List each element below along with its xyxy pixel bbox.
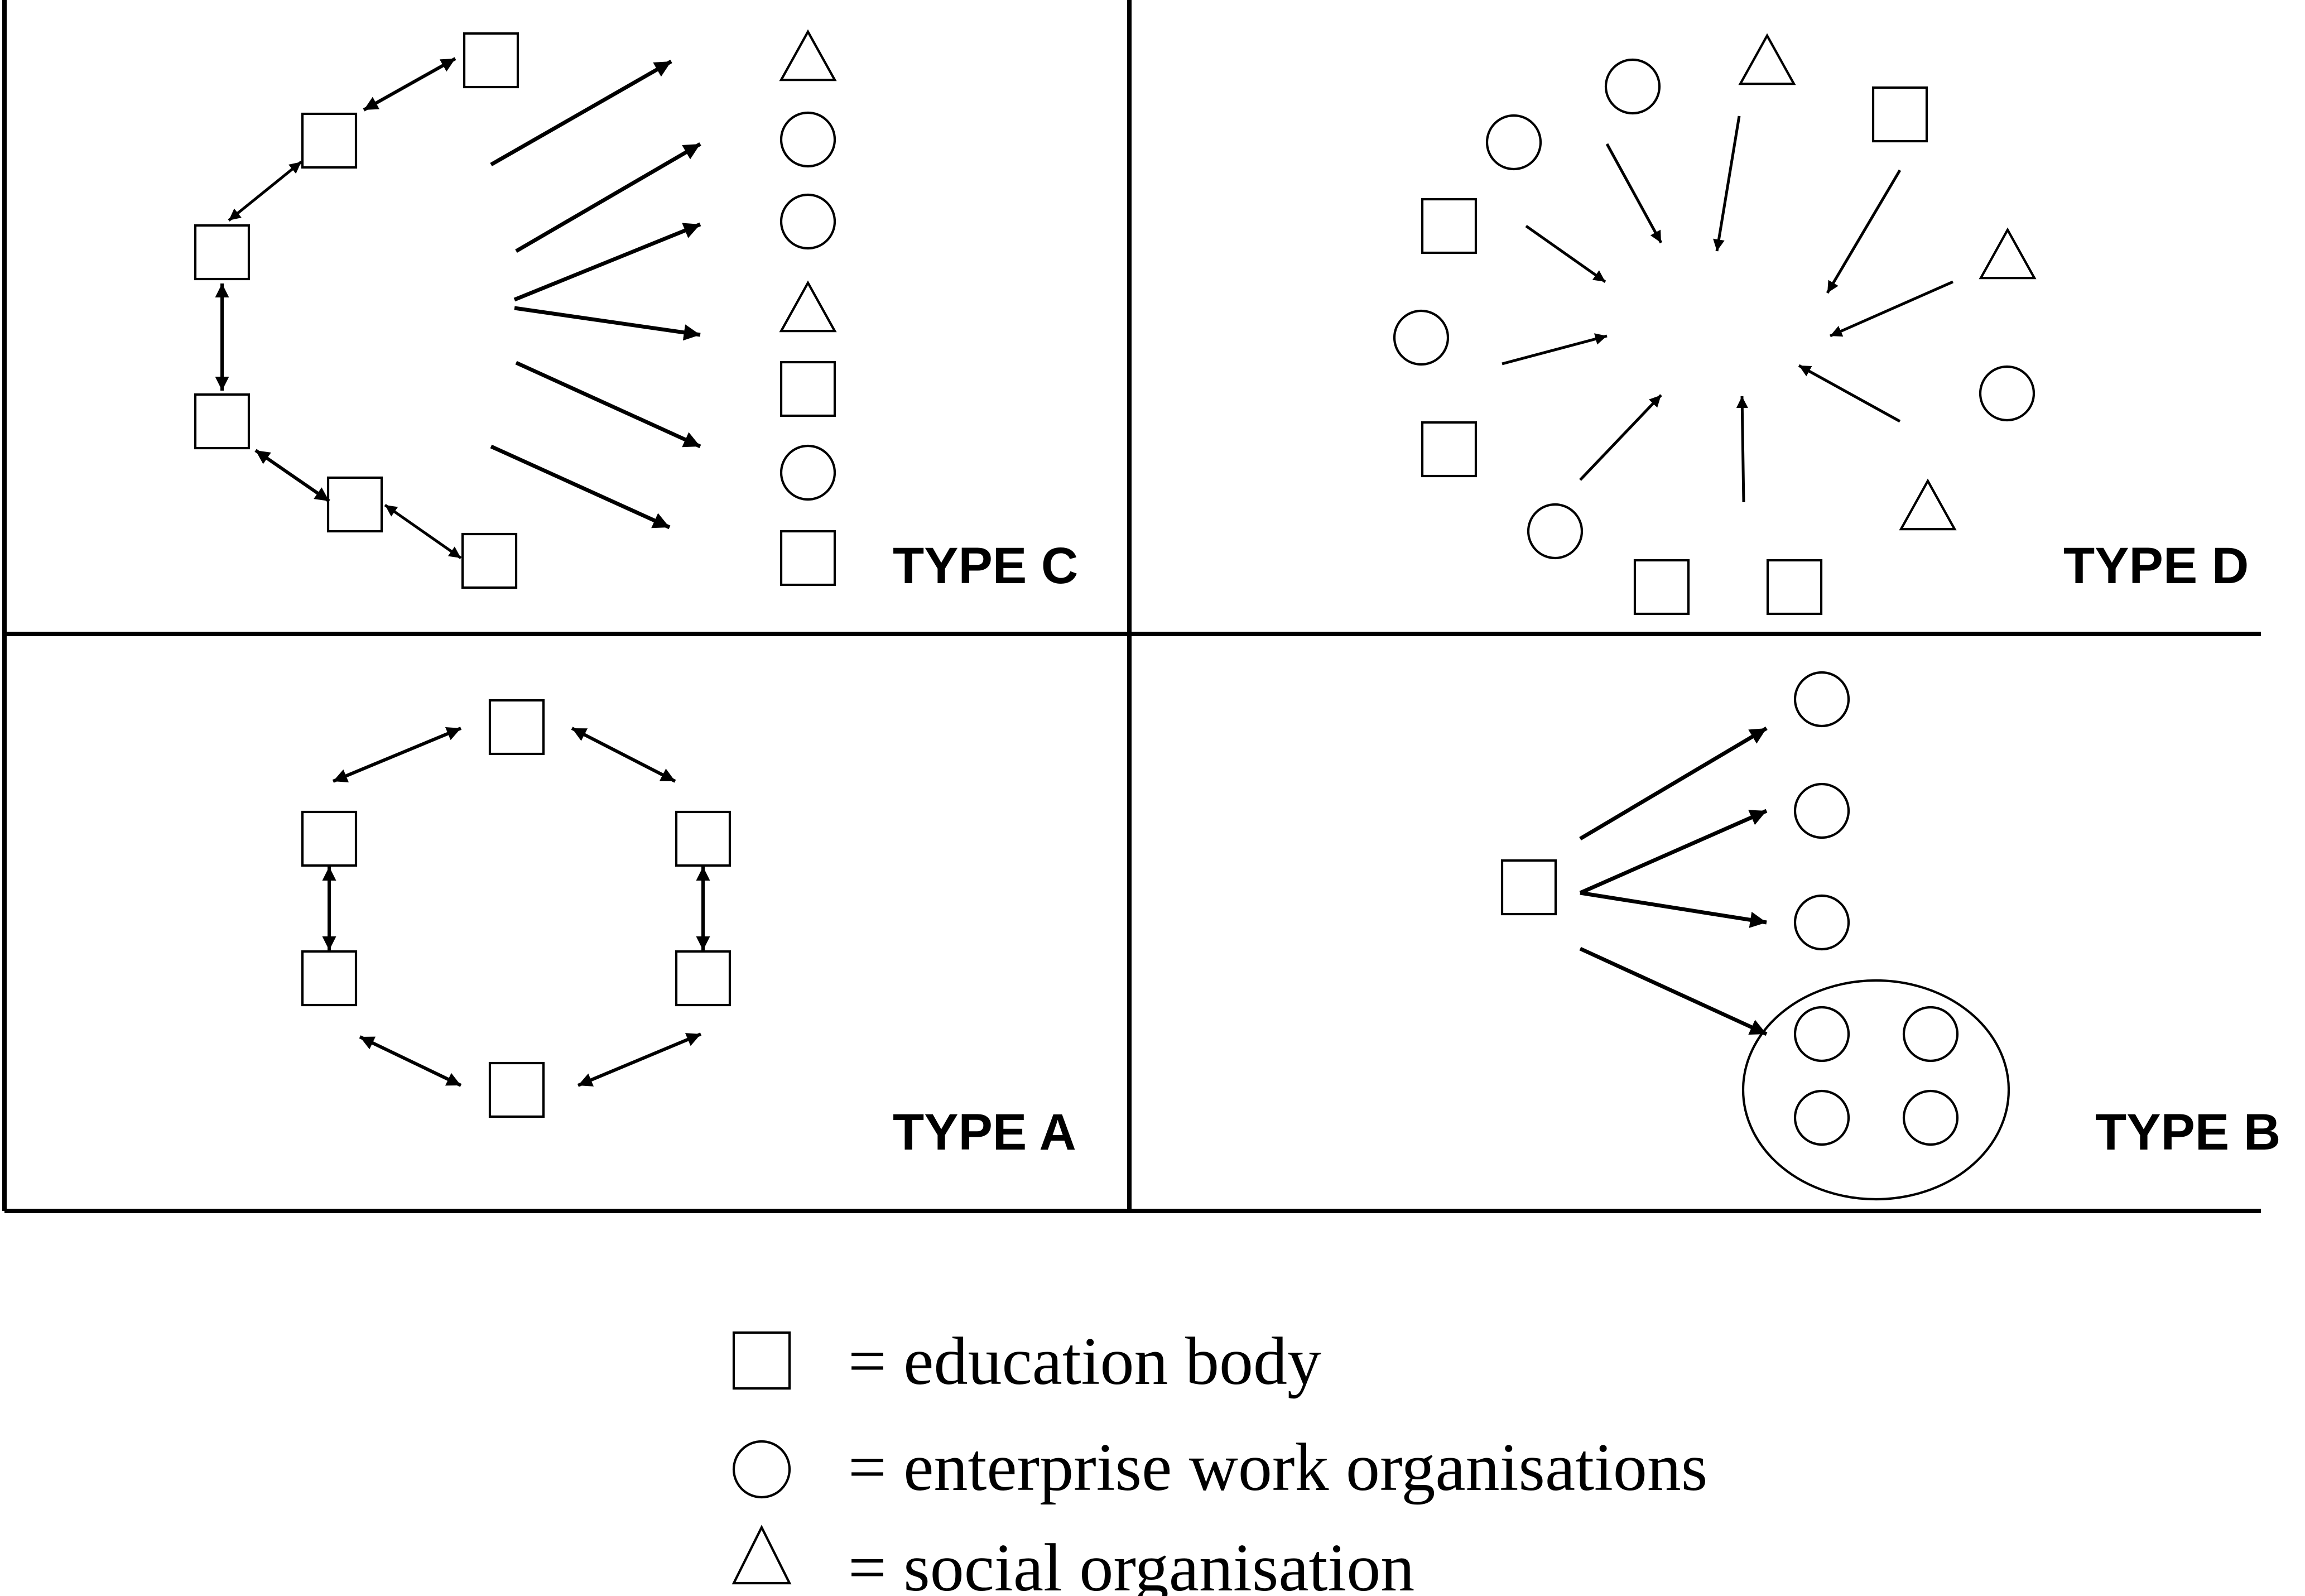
type-d-enterprise-organisation-2 [1485,114,1542,171]
type-b-cluster-organisation-4 [1902,1089,1959,1146]
type-d-education-body-5 [1766,559,1823,616]
type-c-education-body-7 [779,360,836,417]
type-d-converging-arrow-2 [1713,116,1741,252]
type-a-link-arrow-2 [571,727,676,783]
panel-type-a [301,699,732,1118]
type-d-converging-arrow-5 [1829,280,1954,338]
type-c-outreach-arrow-4 [514,306,701,341]
legend-circle-icon [732,1440,791,1499]
type-c-link-arrow-4 [254,449,330,503]
type-a-label: TYPE A [893,1104,1076,1161]
type-a-link-arrow-6 [577,1032,702,1087]
type-b-enterprise-organisation-3 [1793,894,1850,951]
type-d-converging-arrow-9 [1736,396,1748,503]
type-a-education-body-4 [301,950,358,1007]
type-c-enterprise-organisation-3 [779,444,836,501]
type-b-cluster-organisation-2 [1902,1006,1959,1063]
type-d-converging-arrow-3 [1525,224,1606,283]
type-d-converging-arrow-1 [1605,143,1663,244]
type-b-cluster-organisation-3 [1793,1089,1850,1146]
type-c-label: TYPE C [893,537,1078,594]
type-c-social-organisation-1 [779,29,837,81]
type-b-outreach-arrow-4 [1579,946,1768,1036]
type-c-outreach-arrow-1 [490,59,672,167]
type-b-outreach-arrow-3 [1580,891,1767,928]
type-b-education-body [1500,859,1557,916]
type-d-education-body-1 [1871,86,1928,143]
type-a-education-body-2 [301,810,358,867]
type-a-education-body-5 [675,950,732,1007]
type-b-outreach-arrow-2 [1579,809,1768,895]
type-a-link-arrow-1 [332,727,462,783]
type-d-social-organisation-3 [1899,478,1957,531]
legend: = education body = enterprise work organ… [732,1324,1707,1596]
legend-social-organisation: = social organisation [848,1530,1414,1596]
type-c-link-arrow-2 [228,161,302,222]
type-d-education-body-3 [1421,421,1478,478]
type-d-converging-arrow-8 [1579,394,1662,481]
type-d-enterprise-organisation-4 [1979,365,2035,422]
type-d-social-organisation-1 [1738,33,1796,85]
type-b-enterprise-organisation-2 [1793,782,1850,839]
type-b-enterprise-cluster [1741,979,2010,1201]
type-a-education-body-3 [675,810,732,867]
type-c-outreach-arrow-6 [490,444,671,530]
type-a-education-body-1 [488,699,545,756]
type-c-enterprise-organisation-1 [779,111,836,168]
type-d-converging-arrow-4 [1826,169,1902,294]
type-d-education-body-4 [1633,559,1690,616]
panel-grid [2,0,2261,1213]
type-d-converging-arrow-7 [1798,364,1901,423]
panel-type-c [194,29,837,589]
type-c-link-arrow-1 [363,57,456,112]
type-c-education-body-1 [463,32,519,89]
type-d-enterprise-organisation-1 [1604,58,1661,115]
type-c-education-body-8 [779,530,836,587]
type-a-link-arrow-5 [359,1035,462,1087]
type-b-label: TYPE B [2095,1104,2280,1161]
panel-type-b [1500,671,2010,1201]
type-c-education-body-6 [461,532,518,589]
type-c-social-organisation-2 [779,280,837,333]
type-b-cluster-organisation-1 [1793,1006,1850,1063]
legend-enterprise-work-organisations: = enterprise work organisations [848,1430,1707,1505]
panel-type-d [1393,33,2037,616]
type-c-link-arrow-5 [384,503,462,560]
type-c-enterprise-organisation-2 [779,193,836,250]
type-c-outreach-arrow-2 [515,142,701,253]
legend-square-icon [732,1331,791,1390]
type-d-label: TYPE D [2063,537,2249,594]
type-b-enterprise-organisation-1 [1793,671,1850,728]
type-b-outreach-arrow-1 [1579,726,1768,841]
type-d-social-organisation-2 [1979,227,2037,280]
type-c-outreach-arrow-5 [515,360,701,449]
type-d-converging-arrow-6 [1502,333,1608,366]
type-c-education-body-2 [301,112,358,169]
type-c-outreach-arrow-3 [513,222,701,302]
type-d-enterprise-organisation-3 [1393,309,1450,366]
type-d-education-body-2 [1421,198,1478,254]
type-c-education-body-4 [194,393,251,450]
type-d-enterprise-organisation-5 [1527,503,1584,560]
legend-education-body: = education body [848,1324,1321,1399]
type-a-education-body-6 [488,1061,545,1118]
type-c-education-body-3 [194,224,251,281]
type-c-education-body-5 [326,476,383,533]
legend-triangle-icon [732,1525,792,1585]
